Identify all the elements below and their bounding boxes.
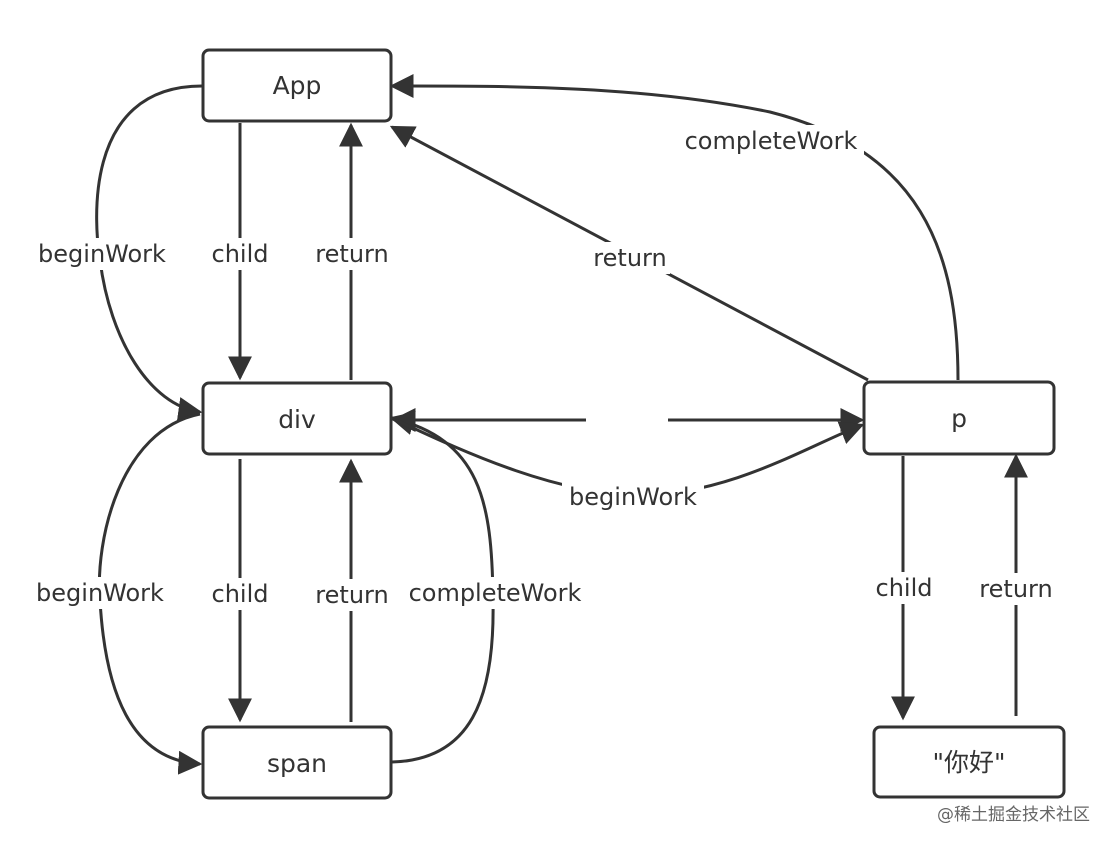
- node-span-label: span: [267, 749, 327, 778]
- label-app-div-beginwork: beginWork: [38, 240, 166, 268]
- node-app-label: App: [273, 71, 322, 100]
- node-div-label: div: [278, 405, 316, 434]
- label-p-text-child: child: [876, 574, 933, 602]
- label-div-p-beginwork: beginWork: [569, 483, 697, 511]
- node-text: "你好": [872, 725, 1066, 799]
- label-text-p-return: return: [979, 575, 1052, 603]
- node-p-label: p: [951, 404, 967, 433]
- node-span: span: [201, 725, 393, 800]
- label-div-span-beginwork: beginWork: [36, 579, 164, 607]
- node-app: App: [201, 48, 393, 123]
- label-div-span-child: child: [212, 580, 269, 608]
- label-app-div-child: child: [212, 240, 269, 268]
- edge-labels: beginWork child return beginWork child r…: [30, 125, 1056, 611]
- label-p-app-completework: completeWork: [685, 127, 858, 155]
- label-p-app-return: return: [593, 244, 666, 272]
- label-div-app-return: return: [315, 240, 388, 268]
- edge-p-app-completework: [389, 73, 960, 381]
- label-span-div-completework: completeWork: [409, 579, 582, 607]
- node-text-label: "你好": [933, 748, 1006, 777]
- node-div: div: [201, 381, 393, 456]
- label-span-div-return: return: [315, 581, 388, 609]
- node-p: p: [862, 380, 1056, 456]
- watermark: @稀土掘金技术社区: [937, 805, 1090, 825]
